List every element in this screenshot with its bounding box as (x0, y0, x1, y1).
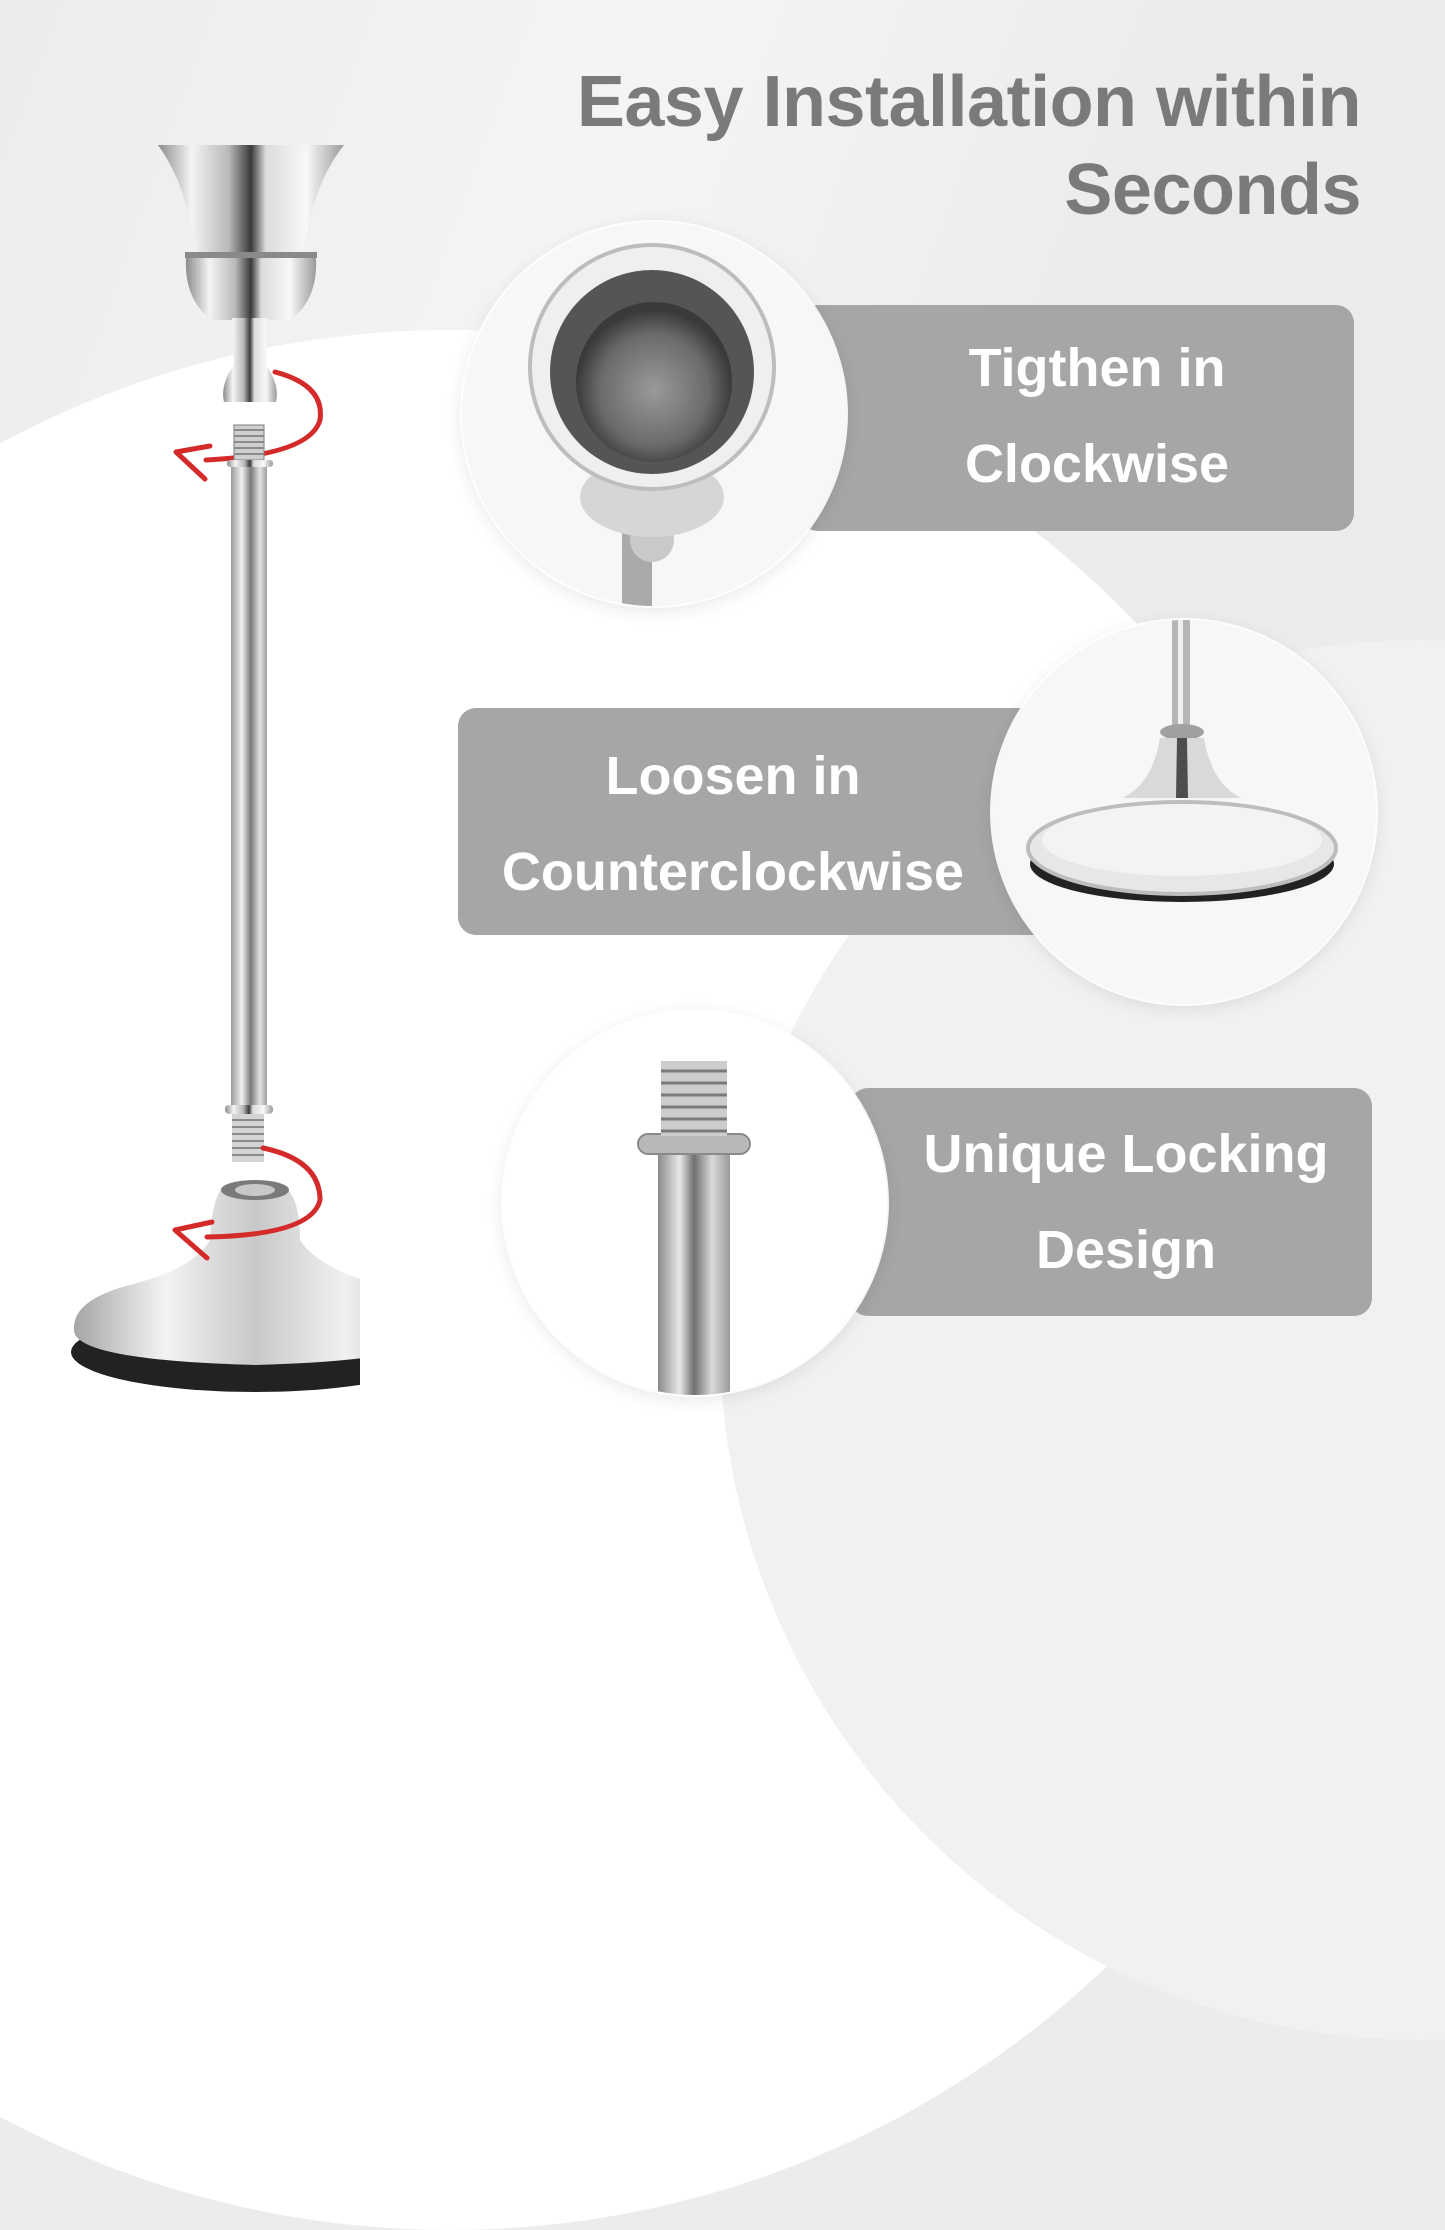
feature-1-line-1: Tigthen in (968, 338, 1226, 398)
feature-label-loosen: Loosen in Counterclockwise (458, 708, 1058, 935)
feature-2-line-1: Loosen in (605, 746, 861, 806)
candlestick-image (71, 145, 360, 1392)
page-title: Easy Installation within Seconds (576, 58, 1362, 234)
feature-2-line-2: Counterclockwise (501, 842, 965, 902)
feature-3-line-2: Design (1035, 1220, 1217, 1280)
candlestick-base-photo (992, 620, 1376, 1004)
title-line-2: Seconds (1064, 150, 1361, 230)
candle-cup-photo (462, 222, 846, 606)
feature-1-line-2: Clockwise (964, 434, 1230, 494)
title-line-1: Easy Installation within (576, 62, 1362, 142)
feature-label-locking: Unique Locking Design (850, 1088, 1372, 1316)
feature-label-tighten: Tigthen in Clockwise (800, 305, 1354, 531)
feature-3-line-1: Unique Locking (923, 1124, 1329, 1184)
threaded-stem-photo (503, 1011, 887, 1395)
